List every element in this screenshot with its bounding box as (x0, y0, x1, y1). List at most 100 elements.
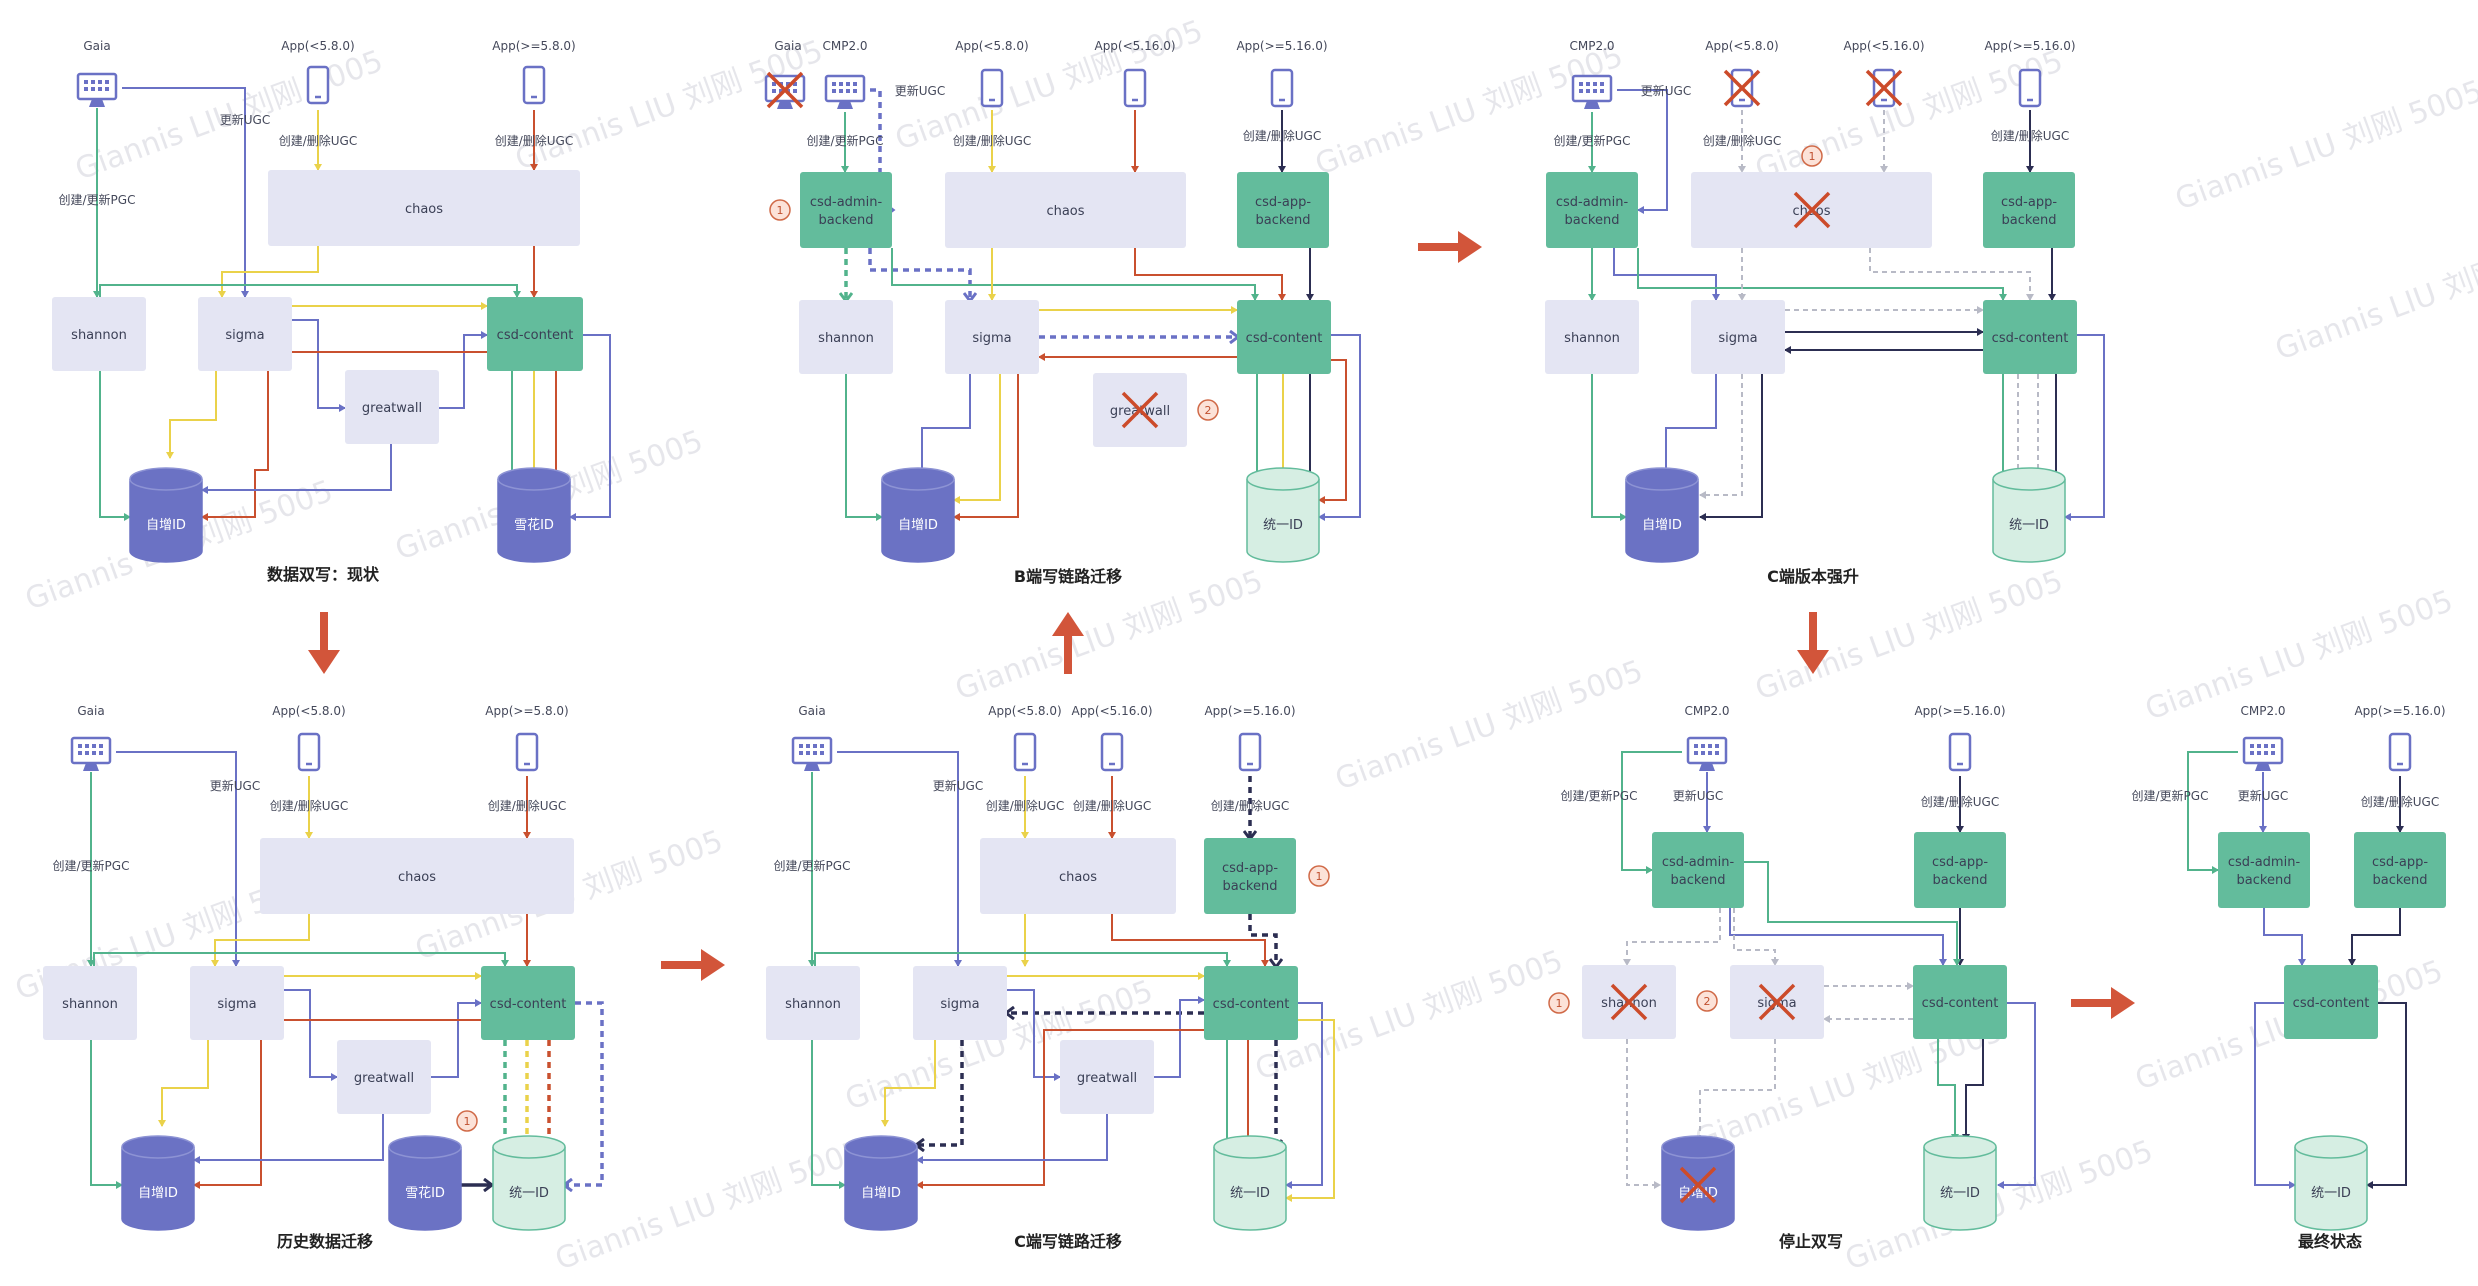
chaos-box: chaos (945, 172, 1186, 248)
csd-app-backend-box-shape (1914, 832, 2006, 908)
auto-id-db-label: 自增ID (898, 518, 938, 533)
monitor-pixel (786, 82, 790, 86)
edge-green (811, 1040, 846, 1189)
monitor-pixel (1708, 744, 1712, 748)
app-lt580-phone-icon (1013, 732, 1037, 772)
watermark-text: Giannis LIU 刘刚 5005 (551, 1134, 868, 1278)
flow-arrow-p6-to-p7-shape (2071, 987, 2135, 1019)
auto-id-db: 自增ID (129, 467, 203, 563)
csd-admin-backend-box-label-line2: backend (1671, 873, 1726, 888)
edge-green (1591, 374, 1627, 521)
monitor-pixel (1600, 82, 1604, 86)
csd-content-box-label: csd-content (2293, 996, 2370, 1011)
monitor-pixel (1600, 89, 1604, 93)
csd-content-box-label: csd-content (1922, 996, 1999, 1011)
cmp-monitor-icon (1571, 74, 1613, 109)
csd-content-box: csd-content (2284, 965, 2378, 1039)
sigma-box-label: sigma (225, 328, 264, 343)
sigma-box-label: sigma (1718, 331, 1757, 346)
app-ge5160-label: App(>=5.16.0) (1914, 704, 2005, 718)
snow-id-db-top (388, 1135, 462, 1159)
create-update-pgc-label: 创建/更新PGC (807, 133, 884, 148)
edge-green (891, 248, 1259, 301)
greatwall-box: greatwall (337, 1040, 431, 1114)
edge-blue (122, 87, 249, 298)
monitor-pixel (84, 80, 88, 84)
monitor-pixel (853, 82, 857, 86)
edge-blue (1997, 1002, 2036, 1189)
monitor-screen (824, 74, 866, 103)
create-delete-ugc-label-c: 创建/删除UGC (1211, 798, 1290, 813)
auto-id-db: 自增ID (1661, 1135, 1735, 1231)
csd-app-backend-box-label-line2: backend (1256, 213, 1311, 228)
step-badge-1: 1 (456, 1110, 478, 1132)
auto-id-db-top (1625, 467, 1699, 491)
edge-navy (1248, 914, 1276, 966)
chaos-box-shape (945, 172, 1186, 248)
edge-blue (1285, 1002, 1323, 1189)
unified-id-db-top (1992, 467, 2066, 491)
step-badge-number: 1 (1316, 870, 1323, 883)
csd-app-backend-box: csd-app-backend (1237, 172, 1329, 248)
monitor-pixel (2271, 744, 2275, 748)
create-delete-ugc-label-b: 创建/删除UGC (1073, 798, 1152, 813)
app-ge580-phone-icon (515, 732, 539, 772)
shannon-box-label: shannon (818, 331, 874, 346)
monitor-screen (76, 72, 118, 101)
unified-id-db: 统一ID (2294, 1135, 2368, 1231)
csd-content-box: csd-content (487, 297, 583, 371)
monitor-pixel (1586, 89, 1590, 93)
app-lt5160-label: App(<5.16.0) (1094, 39, 1175, 53)
auto-id-db-label: 自增ID (146, 518, 186, 533)
edge-gray (1869, 248, 2034, 301)
csd-content-box: csd-content (1237, 300, 1331, 374)
auto-id-db: 自增ID (844, 1135, 918, 1231)
app-ge580-label: App(>=5.8.0) (492, 39, 575, 53)
shannon-box: shannon (799, 300, 893, 374)
monitor-pixel (78, 751, 82, 755)
greatwall-removed-cross-icon (1121, 391, 1159, 429)
app-lt580-label: App(<5.8.0) (955, 39, 1028, 53)
monitor-pixel (853, 89, 857, 93)
unified-id-db-label: 统一ID (509, 1186, 549, 1201)
watermark-text: Giannis LIU 刘刚 5005 (1841, 1134, 2158, 1278)
unified-id-db-body (1213, 1147, 1287, 1231)
unified-id-db-body (1246, 479, 1320, 563)
auto-id-db: 自增ID (1625, 467, 1699, 563)
chaos-box-label: chaos (398, 870, 436, 885)
csd-admin-backend-box-shape (1652, 832, 1744, 908)
auto-id-db-body (1625, 479, 1699, 563)
step-badge-circle (1197, 399, 1219, 421)
unified-id-db-top (1246, 467, 1320, 491)
auto-id-db: 自增ID (121, 1135, 195, 1231)
unified-id-db-body (2294, 1147, 2368, 1231)
auto-id-db-top (121, 1135, 195, 1159)
monitor-pixel (820, 751, 824, 755)
step-badge-number: 1 (1809, 150, 1816, 163)
csd-content-box: csd-content (1204, 966, 1298, 1040)
monitor-pixel (1579, 82, 1583, 86)
edge-red (1318, 359, 1347, 504)
edge-yellow (1285, 1019, 1335, 1202)
csd-app-backend-box: csd-app-backend (1204, 838, 1296, 914)
app-ge5160-phone-icon (1270, 68, 1294, 108)
shannon-removed-cross-icon (1610, 983, 1648, 1021)
unified-id-db-label: 统一ID (2009, 518, 2049, 533)
auto-id-db-body (881, 479, 955, 563)
phone-body (522, 65, 546, 105)
monitor-pixel (85, 751, 89, 755)
csd-content-box-shape (481, 966, 575, 1040)
update-ugc-label: 更新UGC (210, 778, 260, 793)
cmp-label: CMP2.0 (1684, 704, 1729, 718)
cross-stroke-b (1679, 1166, 1717, 1204)
monitor-stand (83, 763, 99, 771)
edge-blue (292, 319, 346, 412)
monitor-pixel (799, 744, 803, 748)
phone-body (515, 732, 539, 772)
unified-id-db-top (2294, 1135, 2368, 1159)
csd-app-backend-box: csd-app-backend (2354, 832, 2446, 908)
chaos-box: chaos (260, 838, 574, 914)
gaia-monitor-icon (70, 736, 112, 771)
